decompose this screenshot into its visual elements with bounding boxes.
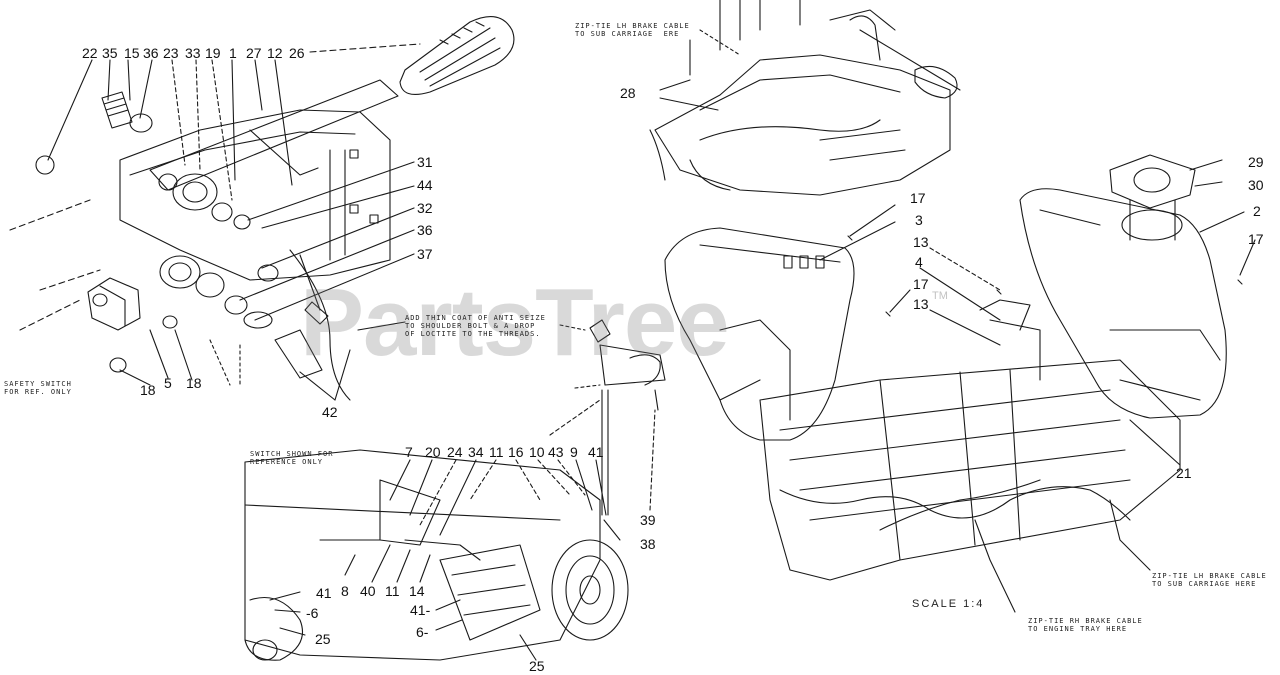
callout-18: 18 (186, 375, 202, 391)
callout-7: 7 (405, 444, 413, 460)
frame-brake-cable-view (649, 0, 961, 196)
callout-4: 4 (915, 254, 923, 270)
callout-25: 25 (529, 658, 545, 674)
callout-31: 31 (417, 154, 433, 170)
callout-35: 35 (102, 45, 118, 61)
lh-brake-cable-right-note: ZIP-TIE LH BRAKE CABLE TO SUB CARRIAGE H… (1152, 572, 1267, 589)
callout-44: 44 (417, 177, 433, 193)
callout-29: 29 (1248, 154, 1264, 170)
callout-17: 17 (910, 190, 926, 206)
callout-6: 6- (416, 624, 429, 640)
callout-33: 33 (185, 45, 201, 61)
callout-23: 23 (163, 45, 179, 61)
scale-label: SCALE 1:4 (912, 598, 985, 610)
callout-15: 15 (124, 45, 140, 61)
callout-13: 13 (913, 234, 929, 250)
callout-17: 17 (1248, 231, 1264, 247)
brake-linkage-assembly (559, 319, 666, 516)
callout-25: 25 (315, 631, 331, 647)
callout-21: 21 (1176, 465, 1192, 481)
callout-41: 41 (316, 585, 332, 601)
control-handle-assembly (9, 16, 515, 401)
callout-17: 17 (913, 276, 929, 292)
callout-36: 36 (143, 45, 159, 61)
callout-12: 12 (267, 45, 283, 61)
callout-6: -6 (306, 605, 319, 621)
switch-reference-note: SWITCH SHOWN FOR REFERENCE ONLY (250, 450, 334, 467)
callout-34: 34 (468, 444, 484, 460)
callout-39: 39 (640, 512, 656, 528)
anti-seize-note: ADD THIN COAT OF ANTI SEIZE TO SHOULDER … (405, 314, 546, 339)
callout-11: 11 (385, 583, 400, 599)
callout-43: 43 (548, 444, 564, 460)
safety-switch-note: SAFETY SWITCH FOR REF. ONLY (4, 380, 72, 397)
callout-16: 16 (508, 444, 524, 460)
callout-8: 8 (341, 583, 349, 599)
callout-40: 40 (360, 583, 376, 599)
callout-20: 20 (425, 444, 441, 460)
callout-30: 30 (1248, 177, 1264, 193)
callout-3: 3 (915, 212, 923, 228)
callout-36: 36 (417, 222, 433, 238)
callout-24: 24 (447, 444, 463, 460)
callout-2: 2 (1253, 203, 1261, 219)
callout-28: 28 (620, 85, 636, 101)
callout-19: 19 (205, 45, 221, 61)
callout-10: 10 (529, 444, 545, 460)
lh-brake-cable-top-note: ZIP-TIE LH BRAKE CABLE TO SUB CARRIAGE E… (575, 22, 690, 39)
callout-18: 18 (140, 382, 156, 398)
callout-11: 11 (489, 444, 504, 460)
callout-41: 41 (588, 444, 604, 460)
callout-13: 13 (913, 296, 929, 312)
callout-9: 9 (570, 444, 578, 460)
callout-32: 32 (417, 200, 433, 216)
chassis-engine-tray (664, 154, 1256, 613)
callout-26: 26 (289, 45, 305, 61)
engine-pulley-assembly (244, 399, 656, 661)
callout-22: 22 (82, 45, 98, 61)
callout-27: 27 (246, 45, 262, 61)
callout-37: 37 (417, 246, 433, 262)
trademark-mark: TM (932, 290, 948, 302)
callout-1: 1 (229, 45, 237, 61)
callout-41: 41- (410, 602, 431, 618)
callout-14: 14 (409, 583, 425, 599)
rh-brake-cable-note: ZIP-TIE RH BRAKE CABLE TO ENGINE TRAY HE… (1028, 617, 1143, 634)
callout-5: 5 (164, 375, 172, 391)
callout-38: 38 (640, 536, 656, 552)
callout-42: 42 (322, 404, 338, 420)
